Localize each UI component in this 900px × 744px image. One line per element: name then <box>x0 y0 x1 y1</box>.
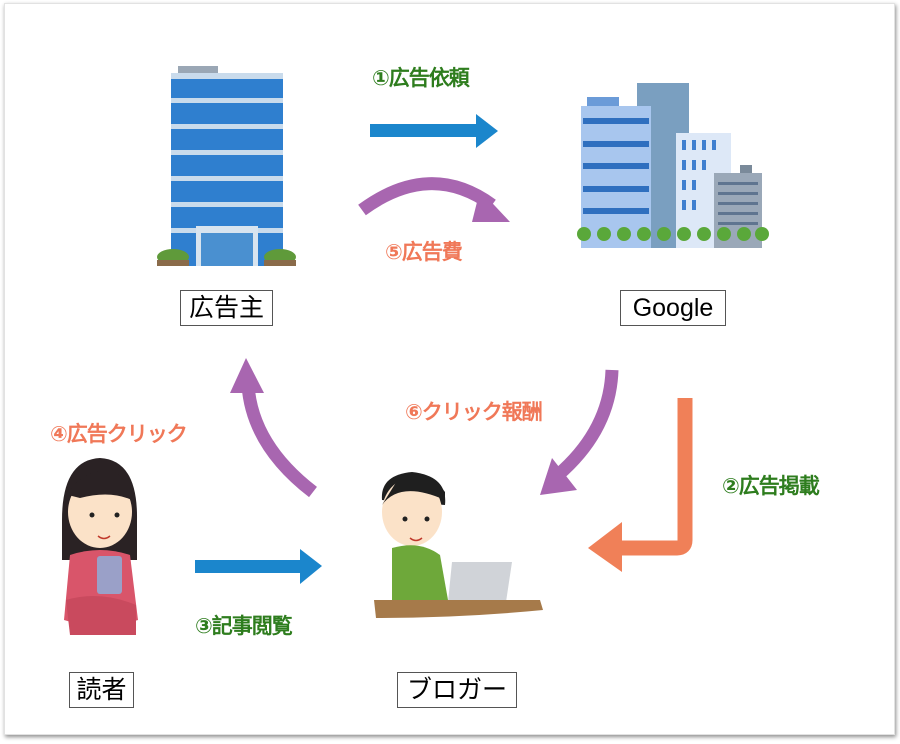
reader-person-icon <box>62 458 138 635</box>
step-6-label: ⑥クリック報酬 <box>405 400 543 424</box>
step-5-label: ⑤広告費 <box>385 240 463 264</box>
advertiser-label: 広告主 <box>180 290 273 326</box>
arrow-6-click-reward <box>540 369 619 495</box>
advertiser-building-icon <box>157 66 296 266</box>
google-label: Google <box>620 290 726 326</box>
blogger-label: ブロガー <box>397 672 517 708</box>
arrow-4-ad-click <box>230 358 317 498</box>
blogger-person-icon <box>374 472 543 618</box>
step-1-label: ①広告依頼 <box>372 66 470 90</box>
step-2-label: ②広告掲載 <box>722 474 820 498</box>
step-3-label: ③記事閲覧 <box>195 614 293 638</box>
google-buildings-icon <box>577 83 769 248</box>
reader-label: 読者 <box>69 672 134 708</box>
step-4-label: ④広告クリック <box>50 422 188 446</box>
arrow-3-article-view <box>195 549 322 584</box>
arrow-2-ad-placement <box>588 398 693 572</box>
arrow-1-ad-request <box>370 114 498 148</box>
arrow-5-ad-fee <box>358 177 510 222</box>
